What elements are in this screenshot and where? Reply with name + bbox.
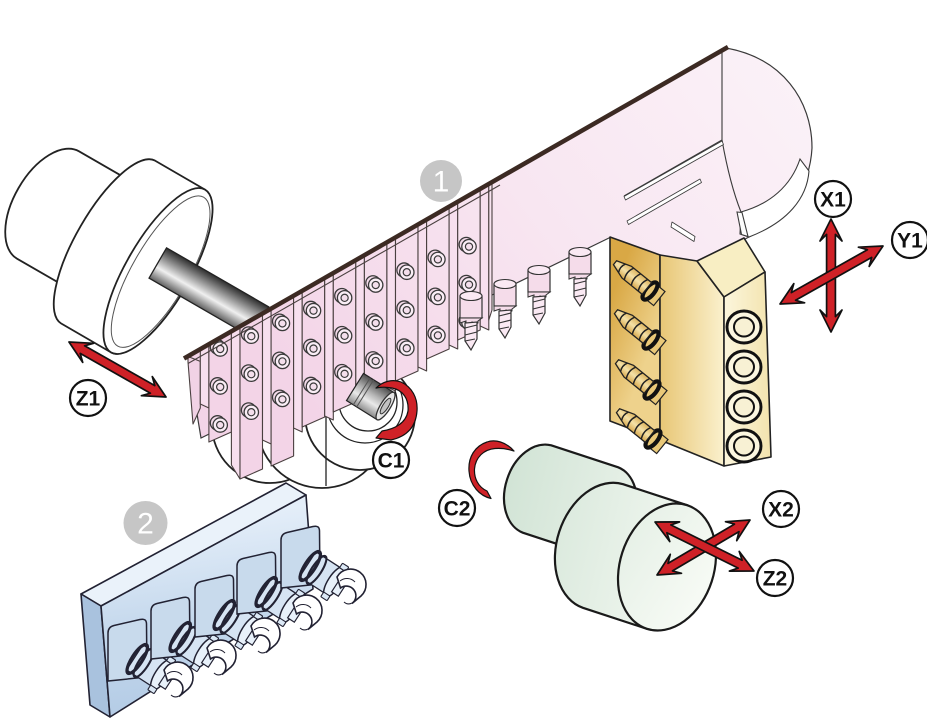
svg-text:1: 1 (433, 166, 450, 199)
svg-text:X2: X2 (768, 499, 794, 522)
svg-text:Z2: Z2 (763, 568, 788, 591)
svg-text:Z1: Z1 (76, 388, 101, 411)
svg-text:Y1: Y1 (897, 230, 923, 253)
svg-text:C2: C2 (444, 498, 471, 521)
svg-text:C1: C1 (378, 450, 405, 473)
svg-text:2: 2 (137, 508, 154, 541)
svg-text:X1: X1 (820, 189, 846, 212)
